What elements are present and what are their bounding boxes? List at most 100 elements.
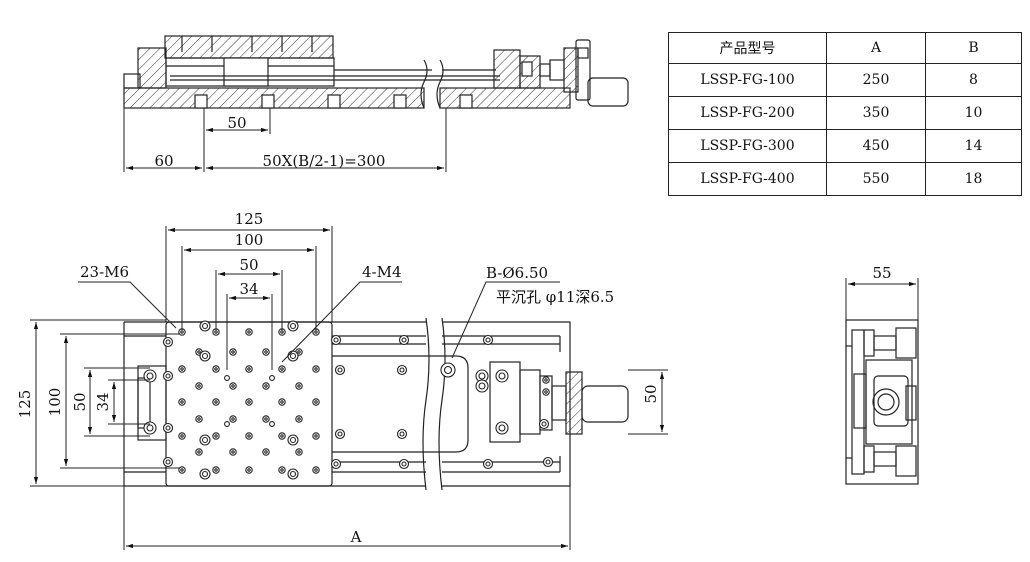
m6-hole-inner [297, 417, 301, 421]
m6-hole-inner [247, 367, 251, 371]
label-holes-m6: 23-M6 [80, 263, 129, 281]
counterbore-hole-inner [201, 470, 209, 478]
base-mount-hole-inner [165, 425, 171, 431]
label-counterbore: 平沉孔 φ11深6.5 [496, 288, 614, 306]
top-view-leaders [78, 281, 560, 363]
header-b: B [925, 32, 1022, 64]
end-view-dimensions [845, 278, 919, 320]
m6-hole-inner [197, 350, 201, 354]
m6-hole-inner [297, 450, 301, 454]
m6-hole-inner [231, 350, 235, 354]
dim-125-top: 125 [235, 210, 264, 228]
base-mount-hole-inner [165, 373, 171, 379]
counterbore-hole-inner [289, 322, 297, 330]
base-mount-hole-inner [333, 337, 339, 343]
m6-hole-inner [314, 434, 318, 438]
base-mount-hole-inner [485, 461, 491, 467]
counterbore-hole-inner [201, 436, 209, 444]
base-mount-hole-inner [165, 459, 171, 465]
dim-34-left: 34 [94, 392, 112, 411]
cell-b: 8 [925, 63, 1022, 97]
m6-hole-inner [314, 468, 318, 472]
header-a: A [826, 32, 926, 64]
m6-hole-inner [180, 330, 184, 334]
top-view [123, 317, 629, 491]
base-mount-hole-inner [541, 421, 547, 427]
m6-hole-inner [197, 450, 201, 454]
side-section-view [123, 35, 629, 109]
counterbore-hole-inner [289, 352, 297, 360]
base-mount-hole-inner [401, 461, 407, 467]
m6-hole-inner [280, 400, 284, 404]
m6-hole-inner [297, 350, 301, 354]
side-view-dimensions [123, 108, 447, 172]
label-mount-hole: B-Ø6.50 [486, 264, 548, 282]
base-mount-hole-inner [485, 337, 491, 343]
table-row: LSSP-FG-400 550 18 [668, 162, 1022, 196]
m6-hole-inner [214, 400, 218, 404]
clamp-screw-inner [478, 372, 486, 380]
counterbore-hole-inner [201, 352, 209, 360]
m6-hole-inner [180, 367, 184, 371]
dim-34-top: 34 [239, 280, 258, 298]
m6-hole-inner [247, 400, 251, 404]
cell-model: LSSP-FG-200 [668, 96, 827, 130]
label-holes-m4: 4-M4 [362, 263, 402, 281]
dim-span: 50X(B/2-1)=300 [263, 152, 386, 170]
dim-end: 60 [154, 152, 173, 170]
m6-hole-inner [214, 330, 218, 334]
counterbore-hole-inner [201, 322, 209, 330]
base-mount-hole-inner [165, 339, 171, 345]
m6-hole-inner [264, 384, 268, 388]
m6-hole-inner [264, 450, 268, 454]
m6-hole-inner [231, 450, 235, 454]
top-view-dimensions [30, 226, 668, 550]
m6-hole-inner [247, 330, 251, 334]
base-mount-hole-inner [337, 367, 343, 373]
base-mount-hole-inner [545, 459, 551, 465]
mounting-holes [143, 320, 554, 480]
m4-hole [224, 421, 230, 427]
dim-50-left: 50 [71, 392, 89, 411]
base-mount-hole-inner [333, 461, 339, 467]
m6-hole-inner [180, 400, 184, 404]
m6-hole-inner [314, 367, 318, 371]
m6-hole-inner [264, 350, 268, 354]
m6-hole-inner [280, 434, 284, 438]
m6-hole-inner [314, 330, 318, 334]
dim-a: A [350, 528, 362, 546]
m6-hole-inner [231, 417, 235, 421]
m6-hole-inner [180, 468, 184, 472]
base-mount-hole-inner [399, 367, 405, 373]
base-mount-hole-inner [401, 337, 407, 343]
m6-hole-inner [314, 400, 318, 404]
base-mount-hole-inner [399, 431, 405, 437]
dim-125-left: 125 [16, 390, 34, 419]
dim-width: 55 [872, 264, 891, 282]
clamp-screw-inner [498, 372, 506, 380]
m6-hole-inner [280, 468, 284, 472]
table-row: LSSP-FG-100 250 8 [668, 63, 1022, 97]
table-row: LSSP-FG-300 450 14 [668, 129, 1022, 163]
clamp-screw-inner [146, 424, 154, 432]
m6-hole-inner [280, 330, 284, 334]
clamp-screw-inner [478, 382, 486, 390]
dim-100-left: 100 [46, 388, 64, 417]
dim-50-right: 50 [642, 384, 660, 403]
m4-hole [269, 421, 275, 427]
m6-hole-inner [197, 384, 201, 388]
cell-model: LSSP-FG-400 [668, 162, 827, 196]
m6-hole-inner [297, 384, 301, 388]
m6-hole-inner [214, 434, 218, 438]
m4-hole [224, 375, 230, 381]
end-view [845, 319, 919, 485]
m6-hole-inner [214, 367, 218, 371]
m6-hole-inner [247, 434, 251, 438]
callout-hole-inner [443, 365, 453, 375]
end-block-screw-inner [544, 378, 548, 382]
counterbore-hole-inner [289, 436, 297, 444]
m6-hole-inner [214, 468, 218, 472]
m6-hole-inner [280, 367, 284, 371]
clamp-screw-inner [498, 424, 506, 432]
